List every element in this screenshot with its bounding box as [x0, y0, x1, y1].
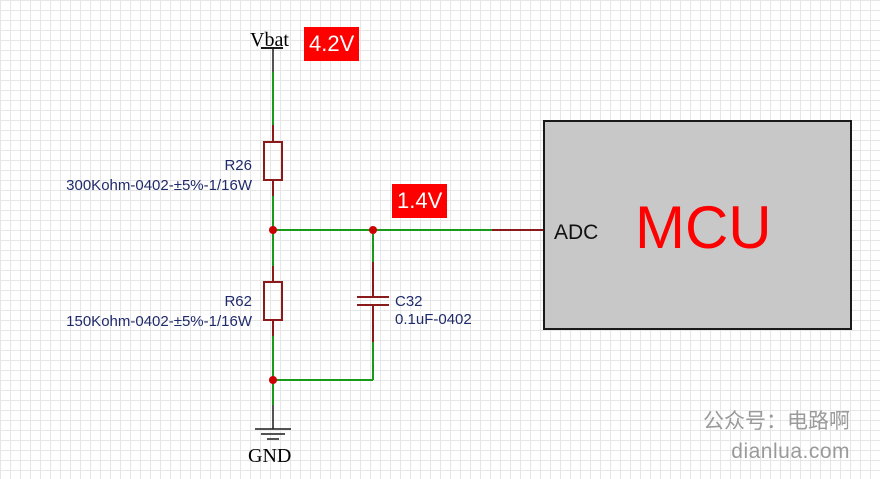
- ground-symbol: [255, 405, 291, 440]
- r26-resistor: [263, 125, 283, 196]
- r26-value-label: 300Kohm-0402-±5%-1/16W: [66, 177, 252, 194]
- watermark-wechat: 公众号：电路啊: [703, 410, 850, 433]
- vbat-label: Vbat: [250, 29, 289, 51]
- adc-pin-label: ADC: [554, 221, 599, 244]
- junction-dot: [369, 226, 377, 234]
- mcu-title: MCU: [635, 194, 772, 261]
- vbat-voltage-badge: 4.2V: [304, 27, 360, 61]
- watermark-site: dianlua.com: [731, 440, 850, 463]
- c32-value-label: 0.1uF-0402: [395, 311, 472, 328]
- r62-resistor: [263, 266, 283, 336]
- r62-value-label: 150Kohm-0402-±5%-1/16W: [66, 313, 252, 330]
- mcu-block: [543, 120, 852, 330]
- c32-capacitor: [357, 262, 389, 342]
- junction-dot: [269, 226, 277, 234]
- node-voltage-badge: 1.4V: [392, 184, 448, 218]
- r62-ref-label: R62: [224, 293, 252, 310]
- c32-ref-label: C32: [395, 293, 423, 310]
- junction-dot: [269, 376, 277, 384]
- gnd-label: GND: [248, 445, 292, 467]
- r26-ref-label: R26: [224, 157, 252, 174]
